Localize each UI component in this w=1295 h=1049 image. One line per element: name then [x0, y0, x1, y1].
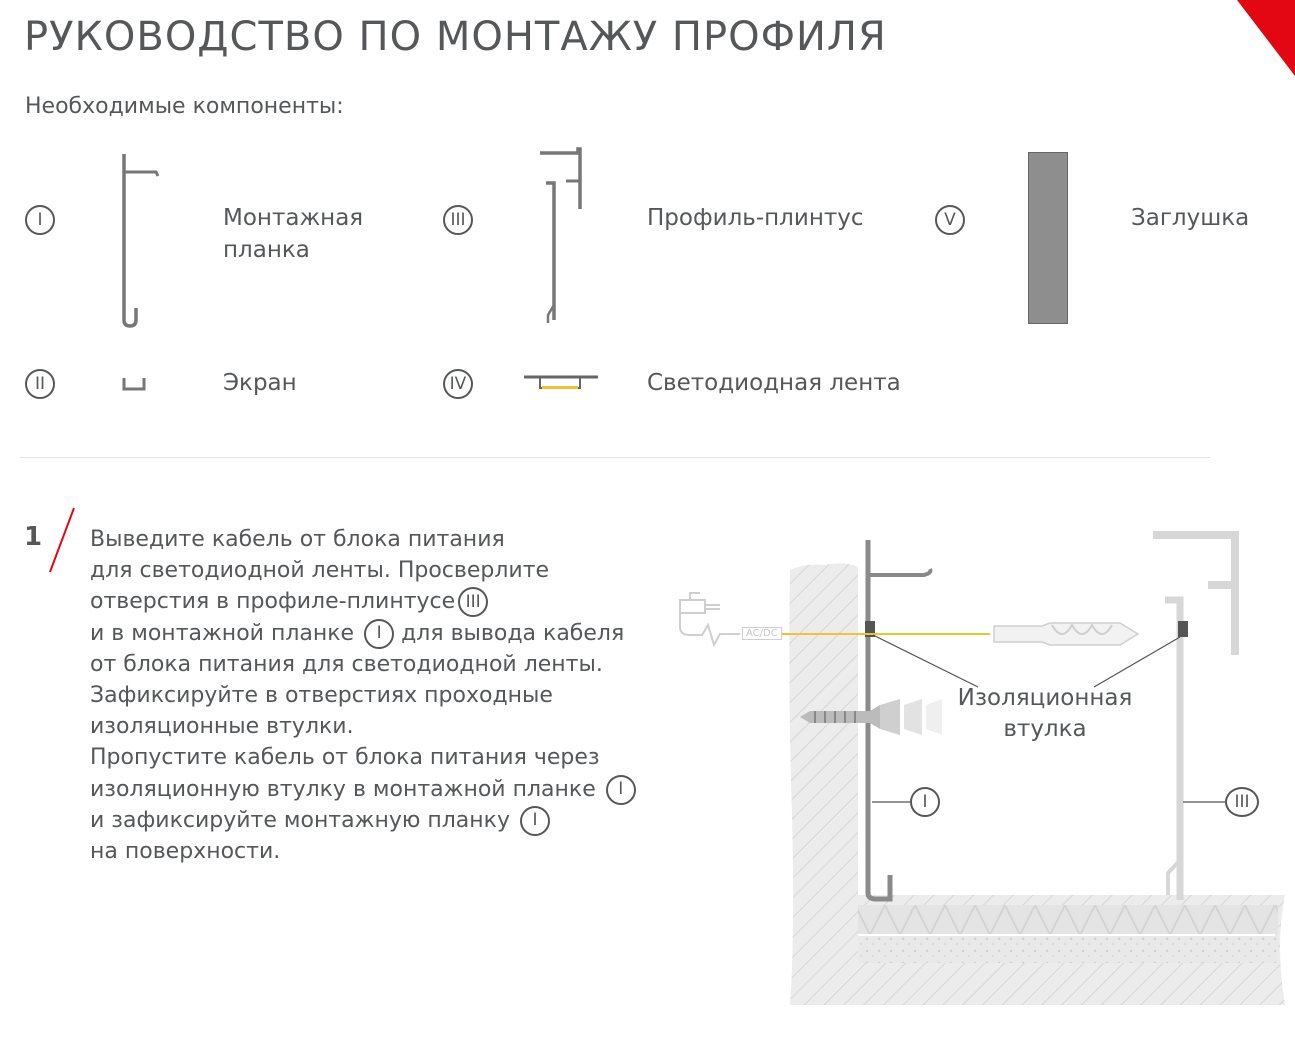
- numeral-badge-ii: II: [25, 369, 55, 399]
- diagram-drawing: [679, 531, 1285, 1005]
- end-cap-icon: [1028, 152, 1068, 324]
- component-name-led-strip: Светодиодная лента: [647, 370, 901, 396]
- instruction-text: и зафиксируйте монтажную планку: [90, 807, 510, 833]
- numeral-badge-iv: IV: [443, 369, 473, 399]
- instruction-line: изоляционные втулки.: [90, 714, 354, 740]
- component-name-line: Монтажная: [223, 205, 364, 231]
- sleeve-label: Изоляционная втулка: [950, 683, 1140, 745]
- numeral-ref-i: I: [364, 618, 395, 649]
- instruction-line: Пропустите кабель от блока питания через: [90, 745, 600, 771]
- component-name-skirting-profile: Профиль-плинтус: [647, 205, 864, 231]
- instruction-line: и зафиксируйте монтажную планку I: [90, 805, 650, 836]
- instruction-line: от блока питания для светодиодной ленты.: [90, 651, 603, 677]
- instruction-line: Зафиксируйте в отверстиях проходные: [90, 683, 553, 709]
- led-strip-icon: [524, 375, 598, 389]
- numeral-badge-i: I: [25, 205, 55, 235]
- components-heading: Необходимые компоненты:: [25, 94, 344, 119]
- mounting-bar-icon: [122, 154, 160, 328]
- sleeve-label-line: Изоляционная: [957, 685, 1133, 711]
- numeral-ref-i: I: [519, 805, 550, 836]
- numeral-ref-iii: III: [458, 587, 489, 618]
- installation-diagram: AC/DC Изоляционная втулка I III: [660, 515, 1290, 1010]
- step-instructions: Выведите кабель от блока питания для све…: [90, 524, 650, 867]
- instruction-line: для светодиодной ленты. Просверлите: [90, 558, 550, 584]
- instruction-text: для вывода кабеля: [401, 620, 625, 646]
- section-divider: [20, 457, 1210, 458]
- corner-accent: [1237, 0, 1295, 76]
- component-name-line: планка: [223, 237, 310, 263]
- instruction-line: изоляционную втулку в монтажной планке I: [90, 774, 650, 805]
- sleeve-label-line: втулка: [1003, 716, 1087, 742]
- component-name-mounting-bar: Монтажная планка: [223, 202, 363, 266]
- component-name-end-cap: Заглушка: [1131, 205, 1250, 231]
- numeral-badge-v: V: [935, 205, 965, 235]
- step-slash-accent: [49, 507, 75, 573]
- skirting-profile-icon: [540, 147, 582, 323]
- instruction-text: изоляционную втулку в монтажной планке: [90, 776, 596, 802]
- numeral-ref-i: I: [605, 774, 636, 805]
- screen-icon: [122, 378, 146, 391]
- callout-skirting-profile: III: [1225, 787, 1259, 817]
- component-name-screen: Экран: [223, 370, 297, 396]
- instruction-line: на поверхности.: [90, 839, 281, 865]
- instruction-line: Выведите кабель от блока питания: [90, 527, 505, 552]
- numeral-badge-iii: III: [443, 205, 473, 235]
- acdc-adapter-label: AC/DC: [742, 627, 782, 640]
- page-title: РУКОВОДСТВО ПО МОНТАЖУ ПРОФИЛЯ: [24, 14, 887, 60]
- instruction-text: и в монтажной планке: [90, 620, 355, 646]
- instruction-line: и в монтажной планке I для вывода кабеля: [90, 618, 650, 649]
- instruction-text: отверстия в профиле-плинтусе: [90, 589, 456, 615]
- step-number: 1: [24, 522, 43, 552]
- callout-mounting-bar: I: [910, 787, 940, 817]
